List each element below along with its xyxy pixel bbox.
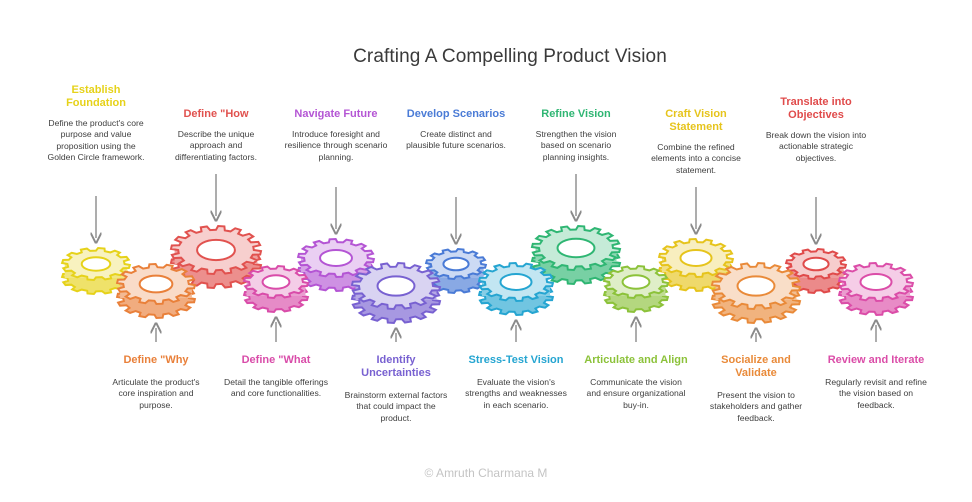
step-description: Brainstorm external factors that could i… [344, 390, 448, 423]
gear-10 [602, 264, 670, 314]
step-description: Articulate the product's core inspiratio… [112, 377, 200, 410]
gear-13 [784, 247, 848, 295]
step-description: Create distinct and plausible future sce… [406, 129, 506, 151]
step-description: Communicate the vision and ensure organi… [586, 377, 686, 410]
step-heading: Develop Scenarios [406, 108, 506, 120]
gear-3 [169, 224, 263, 290]
step-heading: Review and Iterate [827, 354, 925, 366]
step-heading: Socialize and Validate [721, 354, 791, 379]
step-heading: Translate into Objectives [780, 96, 852, 121]
step-description: Regularly revisit and refine the vision … [825, 377, 927, 410]
step-heading: Establish Foundation [66, 84, 126, 109]
step-heading: Define "What [241, 354, 311, 366]
gear-9 [530, 224, 622, 286]
gear-6 [350, 261, 442, 325]
step-heading: Refine Vision [541, 108, 611, 120]
step-description: Break down the vision into actionable st… [765, 130, 867, 163]
step-heading: Navigate Future [294, 108, 378, 120]
step-description: Introduce foresight and resilience throu… [284, 129, 388, 162]
step-description: Combine the refined elements into a conc… [651, 142, 741, 175]
gear-12 [710, 261, 802, 325]
gear-14 [837, 261, 915, 317]
step-description: Evaluate the vision's strengths and weak… [465, 377, 567, 410]
step-description: Present the vision to stakeholders and g… [709, 390, 803, 423]
step-heading: Define "How [183, 108, 249, 120]
step-description: Strengthen the vision based on scenario … [535, 129, 617, 162]
gear-8 [477, 261, 555, 317]
gear-2 [115, 262, 197, 320]
step-heading: Define "Why [123, 354, 189, 366]
step-description: Describe the unique approach and differe… [174, 129, 257, 162]
step-description: Detail the tangible offerings and core f… [224, 377, 328, 399]
diagram-title: Crafting A Compelling Product Vision [353, 46, 667, 67]
step-heading: Stress-Test Vision [468, 354, 564, 366]
step-description: Define the product's core purpose and va… [47, 118, 145, 163]
step-heading: Identify Uncertainties [361, 354, 431, 379]
gear-1 [60, 246, 132, 296]
gear-7 [424, 247, 488, 295]
copyright-footer: © Amruth Charmana M [424, 466, 548, 480]
step-heading: Articulate and Align [584, 354, 688, 366]
step-heading: Craft Vision Statement [665, 108, 727, 133]
gear-4 [242, 264, 310, 314]
